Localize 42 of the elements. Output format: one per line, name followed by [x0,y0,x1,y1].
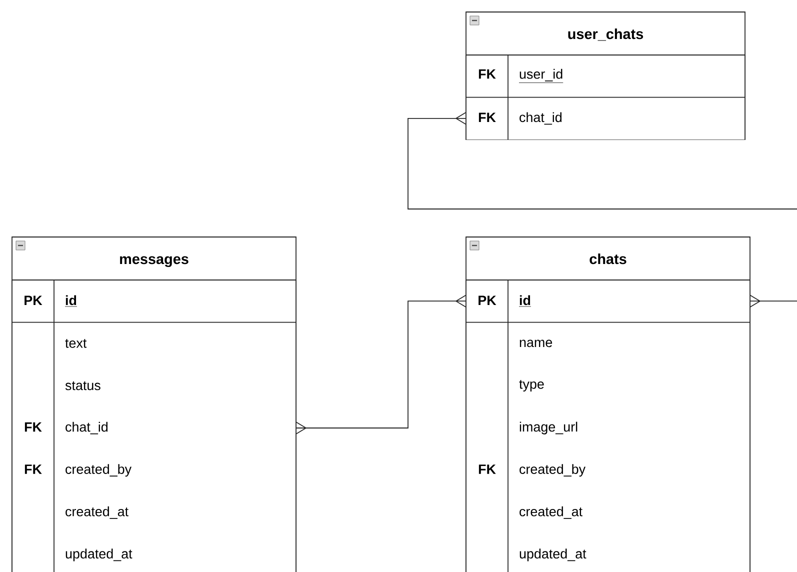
node-label: id [520,295,530,306]
table-row: created_at [466,492,750,534]
table-row: FK user_id [466,55,745,98]
node-label: user_id [520,68,562,82]
relationship-line [750,294,797,308]
node-label: status [65,381,100,390]
node-label: FK [24,422,42,432]
node-label: chat_id [66,422,108,434]
node-label: created_by [520,464,586,477]
table-row: FK chat_id [12,406,296,450]
relationship-line [296,294,466,434]
relationship-line [408,112,797,210]
node-label: FK [478,464,496,474]
node-label: updated_at [520,548,586,562]
node-label: type [519,380,544,392]
node-label: FK [478,112,496,122]
node-label: created_at [520,506,582,519]
table-row: status [12,364,296,407]
node-label: updated_at [66,548,132,562]
table-row: PK id [12,280,296,322]
node-label: chat_id [520,112,562,125]
table-row: updated_at [466,534,750,572]
table-row: PK id [466,280,750,322]
node-label: PK [24,296,42,305]
node-label: created_by [66,464,132,477]
node-label: id [66,295,76,306]
table-row: text [12,322,296,365]
table-row: updated_at [12,534,296,572]
table-row: name [466,322,750,365]
node-label: FK [24,464,42,474]
table-row: created_at [12,492,296,534]
table-row: type [466,364,750,407]
node-label: image_url [520,422,578,434]
node-label: name [520,340,552,348]
node-label: FK [478,69,496,79]
node-label: PK [478,296,496,305]
table-row: FK created_by [12,449,296,492]
table-row: image_url [466,406,750,450]
node-label: text [65,339,87,348]
table-row: FK created_by [466,449,750,492]
table-row: FK chat_id [466,97,745,140]
node-label: created_at [66,506,128,519]
